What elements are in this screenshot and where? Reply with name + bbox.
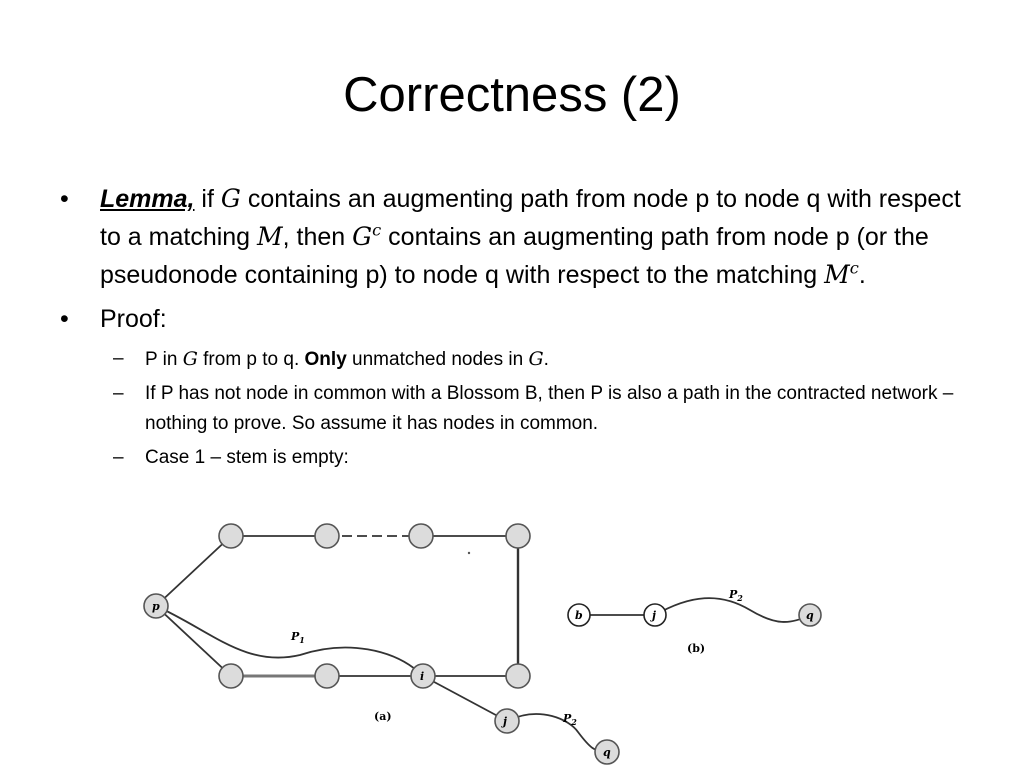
sub-bullet-3: – Case 1 – stem is empty: xyxy=(60,443,965,473)
path-p1-curve xyxy=(155,605,424,677)
math-G: G xyxy=(528,348,544,370)
edge-p-bottom xyxy=(155,605,232,677)
label-q: q xyxy=(603,746,611,759)
node-j xyxy=(494,708,520,734)
label-q-b: q xyxy=(806,609,814,622)
lemma-text: contains an augmenting path from node p … xyxy=(100,223,929,289)
sub-text: unmatched nodes in xyxy=(346,349,529,370)
label-i: i xyxy=(420,670,424,683)
bullet-dot: • xyxy=(60,185,69,213)
math-G: G xyxy=(182,348,198,370)
label-p: p xyxy=(152,600,160,613)
bullet-proof: • Proof: xyxy=(60,300,965,338)
sub-bullet-1: – P in G from p to q. Only unmatched nod… xyxy=(60,344,965,375)
node-j-b xyxy=(643,603,667,627)
sub-text: P in xyxy=(145,349,183,370)
math-base: G xyxy=(352,222,373,251)
node-b xyxy=(567,603,591,627)
sub-bullet-dash: – xyxy=(113,447,124,468)
lemma-text: . xyxy=(858,261,866,289)
sub-bullet-dash: – xyxy=(113,348,124,369)
bullet-lemma: • Lemma, if G contains an augmenting pat… xyxy=(60,180,965,294)
node-bottom-4 xyxy=(505,663,531,689)
lemma-text: contains an augmenting path from node p … xyxy=(100,185,961,251)
sub-text: If P has not node in common with a Bloss… xyxy=(145,383,954,434)
caption-b: (b) xyxy=(687,642,705,655)
label-P1: P1 xyxy=(290,630,305,645)
math-G: G xyxy=(220,184,241,213)
proof-label: Proof: xyxy=(100,305,167,333)
path-p2-curve-a xyxy=(506,713,608,753)
math-M: M xyxy=(257,222,283,251)
label-j-b: j xyxy=(650,609,656,622)
label-j: j xyxy=(501,715,507,728)
node-p xyxy=(143,593,169,619)
sub-text: . xyxy=(543,349,549,370)
sub-bullet-2: – If P has not node in common with a Blo… xyxy=(60,379,965,439)
node-q-b xyxy=(798,603,822,627)
edge-p-top xyxy=(155,535,232,607)
node-top-1 xyxy=(218,523,244,549)
math-sup: c xyxy=(372,220,382,240)
node-q xyxy=(594,739,620,765)
lemma-label: Lemma, xyxy=(100,185,195,213)
node-i xyxy=(410,663,436,689)
lemma-text: , then xyxy=(282,223,353,251)
stray-dot xyxy=(467,551,471,555)
node-top-3 xyxy=(408,523,434,549)
node-top-2 xyxy=(314,523,340,549)
sub-bullet-dash: – xyxy=(113,383,124,404)
caption-a: (a) xyxy=(374,710,392,723)
label-P2-b: P2 xyxy=(728,588,743,603)
slide-body: • Lemma, if G contains an augmenting pat… xyxy=(60,180,965,477)
sub-text: Case 1 – stem is empty: xyxy=(145,447,349,468)
edge-i-j xyxy=(422,675,508,722)
node-top-4 xyxy=(505,523,531,549)
slide-title: Correctness (2) xyxy=(343,68,681,122)
path-p2-curve-b xyxy=(654,597,811,623)
math-Mc: Mc xyxy=(824,260,859,289)
sub-text: from p to q. xyxy=(197,349,305,370)
label-b: b xyxy=(575,609,583,622)
sub-bold: Only xyxy=(304,349,347,370)
lemma-text: if xyxy=(194,185,221,213)
bullet-dot: • xyxy=(60,305,69,333)
label-P2-a: P2 xyxy=(562,712,577,727)
math-base: M xyxy=(824,260,850,289)
math-Gc: Gc xyxy=(352,222,381,251)
node-bottom-1 xyxy=(218,663,244,689)
math-sup: c xyxy=(849,258,859,278)
node-bottom-2 xyxy=(314,663,340,689)
